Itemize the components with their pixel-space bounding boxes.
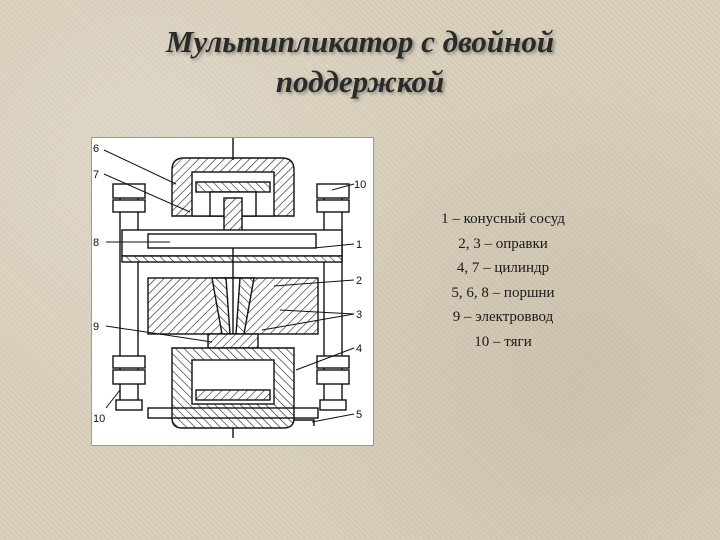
legend-item: 9 – электроввод: [452, 309, 554, 325]
callout-6: 6: [93, 143, 99, 155]
callout-3: 3: [356, 309, 362, 321]
base-plate: [147, 407, 319, 419]
callout-8: 8: [93, 237, 99, 249]
multiplier-drawing: 6 7 8 9 10 10 1 2 3 4 5: [91, 137, 374, 446]
legend-item: 10 – тяги: [474, 333, 532, 350]
title-line-2: поддержкой: [275, 64, 445, 99]
callout-5: 5: [356, 409, 362, 421]
title-line-1: Мультипликатор с двойной: [165, 24, 555, 59]
electrical-lead: [207, 333, 259, 349]
legend-item: 1 – конусный сосуд: [441, 211, 565, 227]
legend-item: 4, 7 – цилиндр: [456, 260, 550, 276]
callout-2: 2: [356, 275, 362, 287]
slide-title: Мультипликатор с двойной поддержкой: [0, 22, 720, 102]
lower-piston: [195, 389, 271, 401]
legend-item: 5, 6, 8 – поршни: [451, 284, 555, 301]
legend-item: 2, 3 – оправки: [458, 235, 548, 252]
parts-legend: 1 – конусный сосуд 2, 3 – оправки 4, 7 –…: [403, 207, 603, 354]
callout-10-left: 10: [93, 413, 105, 425]
callout-1: 1: [356, 239, 362, 251]
piston-8: [147, 233, 317, 249]
callout-9: 9: [93, 321, 99, 333]
multiplier-cross-section: 6 7 8 9 10 10 1 2 3 4 5: [93, 138, 366, 438]
callout-7: 7: [93, 169, 99, 181]
callout-10-right: 10: [354, 179, 366, 191]
callout-4: 4: [356, 343, 362, 355]
upper-piston: [195, 181, 271, 193]
